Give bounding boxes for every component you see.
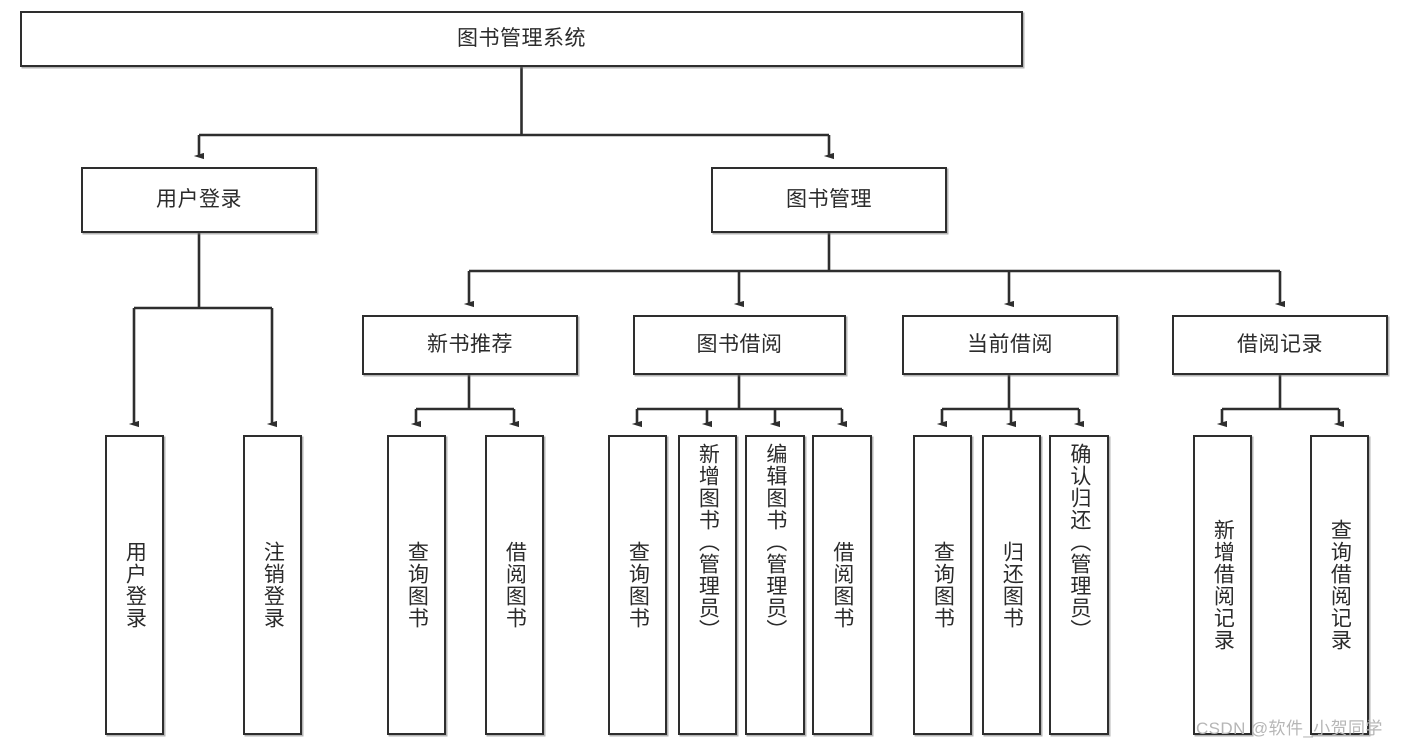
node-new-book-recommend[interactable]: 新书推荐: [362, 315, 578, 375]
node-leaf-user-logout[interactable]: 注销登录: [243, 435, 302, 735]
node-borrow-record[interactable]: 借阅记录: [1172, 315, 1388, 375]
node-book-borrow[interactable]: 图书借阅: [633, 315, 846, 375]
node-leaf-return-book[interactable]: 归还图书: [982, 435, 1041, 735]
node-book-manage[interactable]: 图书管理: [711, 167, 947, 233]
node-leaf-borrow-book[interactable]: 借阅图书: [812, 435, 872, 735]
node-book-manage-label: 图书管理: [786, 187, 872, 211]
node-user-login-label: 用户登录: [156, 187, 242, 211]
node-leaf-add-book[interactable]: 新增图书（管理员）: [678, 435, 737, 735]
node-leaf-add-book-label: 新增图书（管理员）: [696, 443, 720, 641]
node-leaf-user-login-label: 用户登录: [123, 541, 147, 629]
node-leaf-borrow-book-recommend-label: 借阅图书: [503, 541, 527, 629]
node-leaf-edit-book[interactable]: 编辑图书（管理员）: [745, 435, 805, 735]
node-book-borrow-label: 图书借阅: [696, 332, 783, 356]
node-leaf-query-book-borrow-label: 查询图书: [626, 541, 650, 629]
node-leaf-query-book-borrow[interactable]: 查询图书: [608, 435, 667, 735]
node-leaf-query-book-current[interactable]: 查询图书: [913, 435, 972, 735]
node-borrow-record-label: 借阅记录: [1237, 332, 1323, 356]
node-leaf-confirm-return-label: 确认归还（管理员）: [1067, 443, 1091, 641]
node-leaf-query-borrow-record[interactable]: 查询借阅记录: [1310, 435, 1369, 735]
watermark-text: CSDN @软件_小贺同学: [1196, 719, 1383, 738]
node-root-label: 图书管理系统: [457, 26, 586, 50]
node-leaf-borrow-book-recommend[interactable]: 借阅图书: [485, 435, 544, 735]
node-current-borrow[interactable]: 当前借阅: [902, 315, 1118, 375]
node-leaf-query-borrow-record-label: 查询借阅记录: [1328, 519, 1352, 651]
node-leaf-borrow-book-label: 借阅图书: [830, 541, 854, 629]
node-new-book-recommend-label: 新书推荐: [427, 332, 513, 356]
node-leaf-add-borrow-record[interactable]: 新增借阅记录: [1193, 435, 1252, 735]
node-leaf-query-book-recommend-label: 查询图书: [405, 541, 429, 629]
node-current-borrow-label: 当前借阅: [967, 332, 1053, 356]
node-leaf-query-book-recommend[interactable]: 查询图书: [387, 435, 446, 735]
node-leaf-confirm-return[interactable]: 确认归还（管理员）: [1049, 435, 1109, 735]
node-leaf-return-book-label: 归还图书: [1000, 541, 1024, 629]
node-leaf-user-logout-label: 注销登录: [261, 541, 285, 629]
node-leaf-add-borrow-record-label: 新增借阅记录: [1211, 519, 1235, 651]
node-leaf-edit-book-label: 编辑图书（管理员）: [763, 443, 787, 641]
node-root[interactable]: 图书管理系统: [20, 11, 1023, 67]
node-leaf-user-login[interactable]: 用户登录: [105, 435, 164, 735]
node-leaf-query-book-current-label: 查询图书: [931, 541, 955, 629]
node-user-login[interactable]: 用户登录: [81, 167, 317, 233]
